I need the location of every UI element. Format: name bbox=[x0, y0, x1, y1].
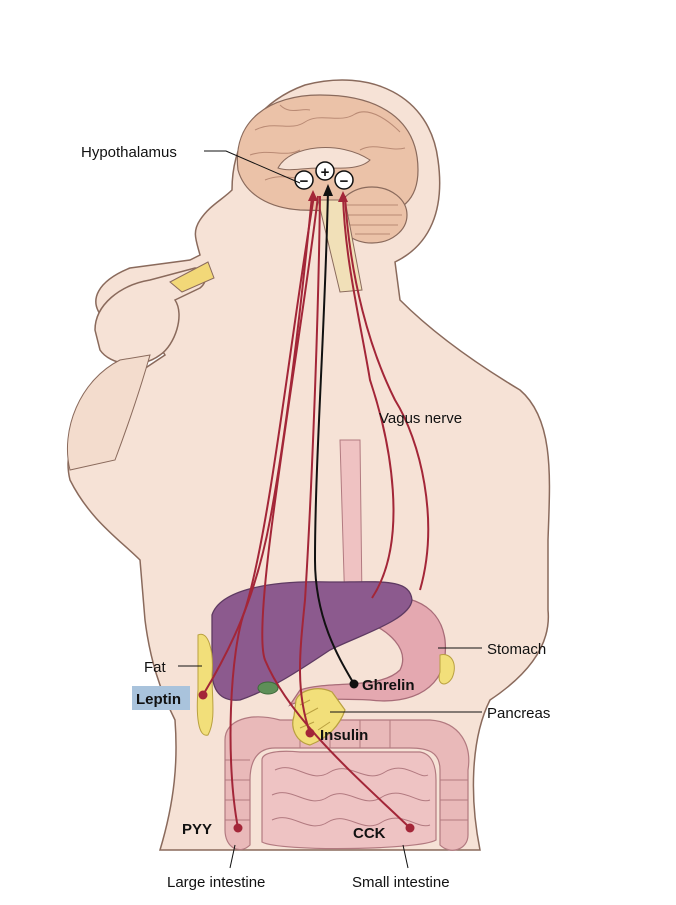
label-vagus-nerve: Vagus nerve bbox=[379, 410, 462, 427]
label-leptin: Leptin bbox=[136, 691, 181, 708]
insulin-dot bbox=[306, 729, 315, 738]
label-insulin: Insulin bbox=[320, 727, 368, 744]
label-hypothalamus: Hypothalamus bbox=[81, 144, 177, 161]
svg-text:+: + bbox=[321, 164, 330, 181]
pyy-dot bbox=[234, 824, 243, 833]
label-pancreas: Pancreas bbox=[487, 705, 550, 722]
label-cck: CCK bbox=[353, 825, 386, 842]
cck-dot bbox=[406, 824, 415, 833]
small-intestine bbox=[262, 751, 436, 848]
leptin-dot bbox=[199, 691, 208, 700]
label-small-intestine: Small intestine bbox=[352, 874, 450, 891]
label-stomach: Stomach bbox=[487, 641, 546, 658]
label-ghrelin: Ghrelin bbox=[362, 677, 415, 694]
fat-tissue bbox=[197, 634, 213, 735]
minus-sign-right: − bbox=[335, 171, 353, 190]
label-fat: Fat bbox=[144, 659, 167, 676]
label-pyy: PYY bbox=[182, 821, 212, 838]
svg-text:−: − bbox=[300, 173, 309, 190]
svg-text:−: − bbox=[340, 173, 349, 190]
plus-sign: + bbox=[316, 162, 334, 181]
gallbladder bbox=[258, 682, 278, 694]
ghrelin-dot bbox=[350, 680, 359, 689]
minus-sign-left: − bbox=[295, 171, 313, 190]
label-large-intestine: Large intestine bbox=[167, 874, 265, 891]
